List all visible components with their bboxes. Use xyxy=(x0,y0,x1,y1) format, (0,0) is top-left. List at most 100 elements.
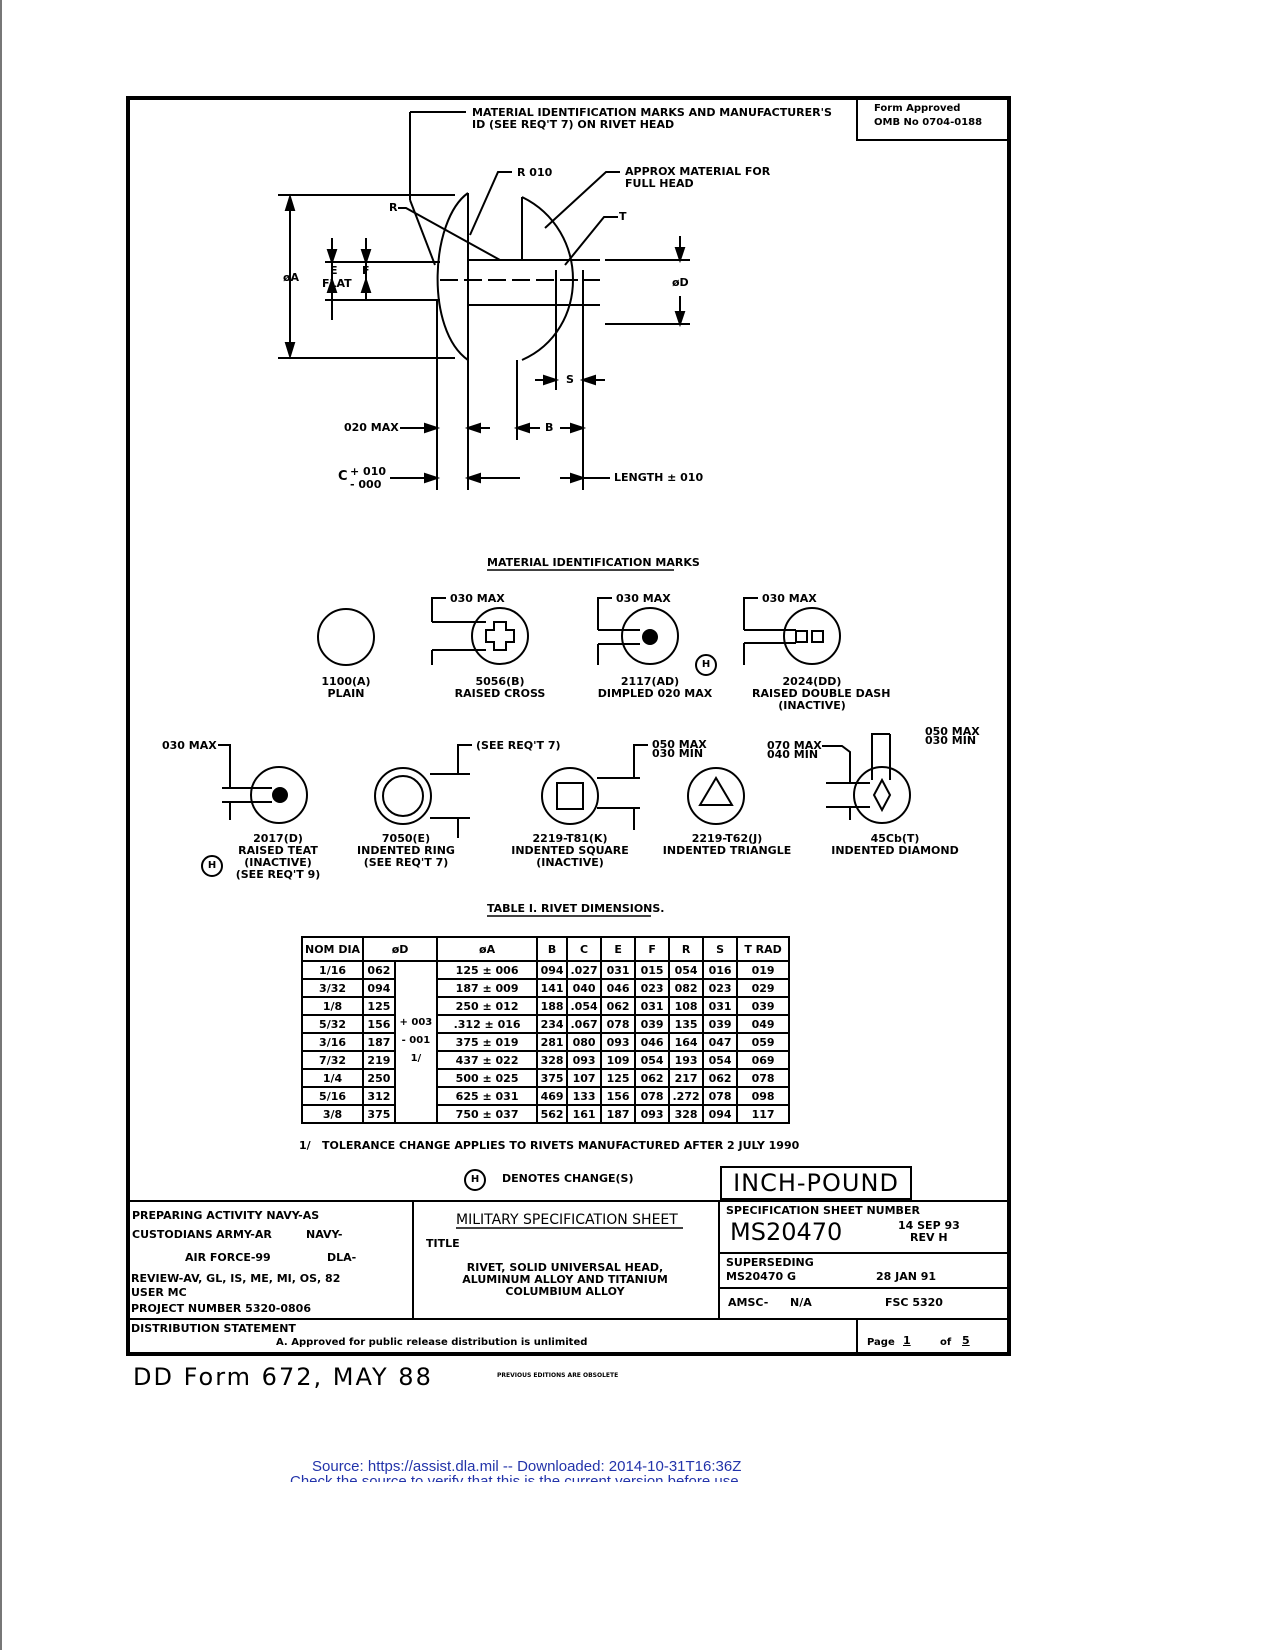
spec-date: 14 SEP 93 xyxy=(898,1219,960,1232)
table-cell: 219 xyxy=(362,1050,396,1070)
custodian-navy: NAVY- xyxy=(306,1228,343,1241)
table-cell: 062 xyxy=(362,960,396,980)
table-cell: 046 xyxy=(634,1032,671,1052)
amsc-value: N/A xyxy=(790,1296,812,1309)
table-cell: 094 xyxy=(702,1104,739,1124)
mark5-desc: RAISED TEAT (INACTIVE) (SEE REQ'T 9) xyxy=(235,844,321,881)
tb-divider xyxy=(412,1200,414,1320)
table-cell: 193 xyxy=(668,1050,705,1070)
table-cell: 059 xyxy=(736,1032,791,1052)
mark2-desc: RAISED CROSS xyxy=(454,687,546,700)
table-cell: 187 xyxy=(362,1032,396,1052)
table-cell: 3/16 xyxy=(300,1032,365,1052)
mark3-desc: DIMPLED 020 MAX xyxy=(597,687,713,700)
mark6-code: 7050(E) xyxy=(381,832,431,845)
mark3-dim: 030 MAX xyxy=(616,592,671,605)
table-cell: 039 xyxy=(634,1014,671,1034)
distribution-statement: A. Approved for public release distribut… xyxy=(276,1337,588,1348)
table-cell: 054 xyxy=(702,1050,739,1070)
table-cell: 062 xyxy=(634,1068,671,1088)
table-cell: 093 xyxy=(634,1104,671,1124)
drawing-frame xyxy=(126,96,1011,1356)
legend-text: DENOTES CHANGE(S) xyxy=(502,1172,634,1185)
mark6-desc: INDENTED RING (SEE REQ'T 7) xyxy=(357,844,455,869)
c-label: C xyxy=(338,469,348,484)
table-cell: 078 xyxy=(702,1086,739,1106)
table-cell: 250 ± 012 xyxy=(436,996,539,1016)
col-header: F xyxy=(634,936,671,962)
table-cell: 047 xyxy=(702,1032,739,1052)
review-activities: REVIEW-AV, GL, IS, ME, MI, OS, 82 xyxy=(131,1272,341,1285)
table-cell: 625 ± 031 xyxy=(436,1086,539,1106)
spec-rev: REV H xyxy=(910,1231,948,1244)
mark9-code: 45Cb(T) xyxy=(870,832,920,845)
project-number: PROJECT NUMBER 5320-0806 xyxy=(131,1302,311,1315)
table-cell: 135 xyxy=(668,1014,705,1034)
table-cell: 750 ± 037 xyxy=(436,1104,539,1124)
table-cell: 312 xyxy=(362,1086,396,1106)
flat-label: FLAT xyxy=(322,277,352,290)
source-line: Source: https://assist.dla.mil -- Downlo… xyxy=(312,1458,742,1475)
mark9-dim-left: 070 MAX 040 MIN xyxy=(767,739,822,761)
s-label: S xyxy=(566,373,574,386)
table-cell: 375 ± 019 xyxy=(436,1032,539,1052)
table-cell: .312 ± 016 xyxy=(436,1014,539,1034)
left-border xyxy=(0,0,2,1650)
user-activities: USER MC xyxy=(131,1286,187,1299)
table-cell: 078 xyxy=(736,1068,791,1088)
table-cell: 093 xyxy=(566,1050,603,1070)
inch-pound-box: INCH-POUND xyxy=(720,1166,912,1200)
e-label: E xyxy=(330,264,338,277)
table-cell: 469 xyxy=(536,1086,569,1106)
sheet-title: RIVET, SOLID UNIVERSAL HEAD, ALUMINUM AL… xyxy=(462,1261,668,1298)
table-cell: 328 xyxy=(536,1050,569,1070)
c-tol-plus: + 010 xyxy=(350,465,387,478)
d-tolerance-text: + 003 xyxy=(399,1017,433,1028)
table-cell: 109 xyxy=(600,1050,637,1070)
distribution-label: DISTRIBUTION STATEMENT xyxy=(131,1322,296,1335)
table-cell: 133 xyxy=(566,1086,603,1106)
table-cell: 500 ± 025 xyxy=(436,1068,539,1088)
mark1-desc: PLAIN xyxy=(327,687,365,700)
table-cell: 094 xyxy=(362,978,396,998)
length-label: LENGTH ± 010 xyxy=(614,471,704,484)
table-cell: 062 xyxy=(702,1068,739,1088)
table-cell: 031 xyxy=(600,960,637,980)
d-tolerance-text: 1/ xyxy=(410,1053,422,1064)
mark7-desc: INDENTED SQUARE (INACTIVE) xyxy=(511,844,629,869)
custodian-dla: DLA- xyxy=(327,1251,357,1264)
table-cell: 023 xyxy=(634,978,671,998)
table-cell: 156 xyxy=(362,1014,396,1034)
col-header: øD xyxy=(362,936,439,962)
table-cell: 049 xyxy=(736,1014,791,1034)
table-cell: 093 xyxy=(600,1032,637,1052)
r010-label: R 010 xyxy=(517,166,553,179)
tb-line xyxy=(126,1318,1011,1320)
table-cell: 187 ± 009 xyxy=(436,978,539,998)
table-cell: 187 xyxy=(600,1104,637,1124)
table-cell: 5/16 xyxy=(300,1086,365,1106)
table-cell: 108 xyxy=(668,996,705,1016)
b-label: B xyxy=(545,421,554,434)
table-cell: 5/32 xyxy=(300,1014,365,1034)
spec-sheet-label: SPECIFICATION SHEET NUMBER xyxy=(726,1204,920,1217)
superseding-date: 28 JAN 91 xyxy=(876,1270,937,1283)
table-cell: .027 xyxy=(566,960,603,980)
table-header-row: NOM DIA øD øA B C E F R S T RAD xyxy=(300,936,791,962)
mark7-code: 2219-T81(K) xyxy=(532,832,608,845)
table-cell: 082 xyxy=(668,978,705,998)
table-cell: 3/8 xyxy=(300,1104,365,1124)
col-header: S xyxy=(702,936,739,962)
preparing-activity: PREPARING ACTIVITY NAVY-AS xyxy=(132,1209,320,1222)
table-cell: 217 xyxy=(668,1068,705,1088)
table-cell: 031 xyxy=(702,996,739,1016)
table-cell: 117 xyxy=(736,1104,791,1124)
mark7-dim: 050 MAX 030 MIN xyxy=(652,738,707,760)
table-cell: 188 xyxy=(536,996,569,1016)
